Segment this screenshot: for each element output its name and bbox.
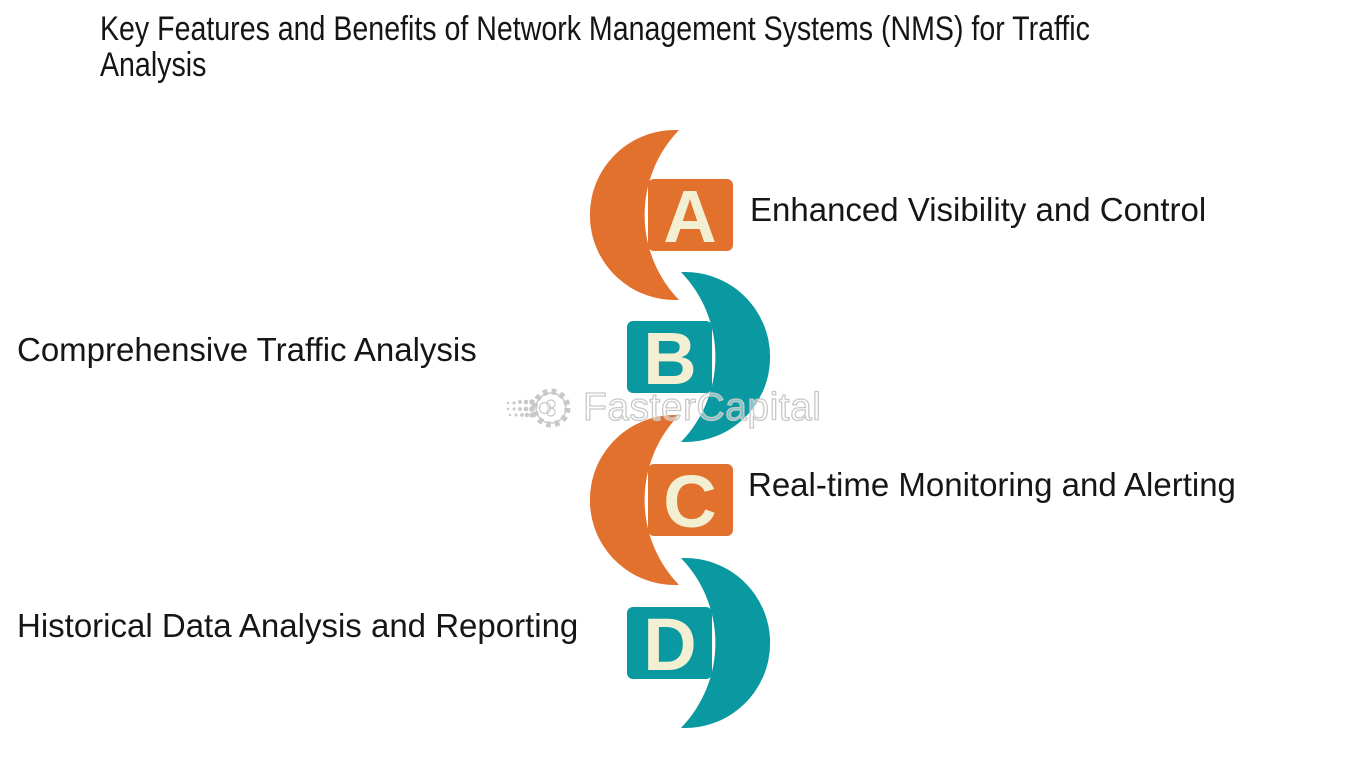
segment-a-swirl xyxy=(585,125,690,305)
feature-label-c: Real-time Monitoring and Alerting xyxy=(748,466,1236,503)
segment-b-swirl xyxy=(670,267,775,447)
chain-segment-b: B xyxy=(627,267,775,447)
chain-segment-c: C xyxy=(585,410,733,590)
segment-d-swirl xyxy=(670,553,775,733)
chain-segment-d: D xyxy=(627,553,775,733)
segment-a-letter: A xyxy=(663,175,716,258)
segment-d-letter: D xyxy=(643,603,696,686)
segment-c-letter: C xyxy=(663,460,716,543)
feature-label-a: Enhanced Visibility and Control xyxy=(750,191,1207,228)
segment-b-plate xyxy=(627,321,712,393)
feature-label-d: Historical Data Analysis and Reporting xyxy=(17,607,579,644)
segment-a-plate xyxy=(648,179,733,251)
segment-c-swirl xyxy=(585,410,690,590)
chain-segment-a: A xyxy=(585,125,733,305)
segment-d-plate xyxy=(627,607,712,679)
segment-b-letter: B xyxy=(643,317,696,400)
segment-c-plate xyxy=(648,464,733,536)
feature-label-b: Comprehensive Traffic Analysis xyxy=(17,331,477,368)
page-title: Key Features and Benefits of Network Man… xyxy=(100,10,1090,84)
